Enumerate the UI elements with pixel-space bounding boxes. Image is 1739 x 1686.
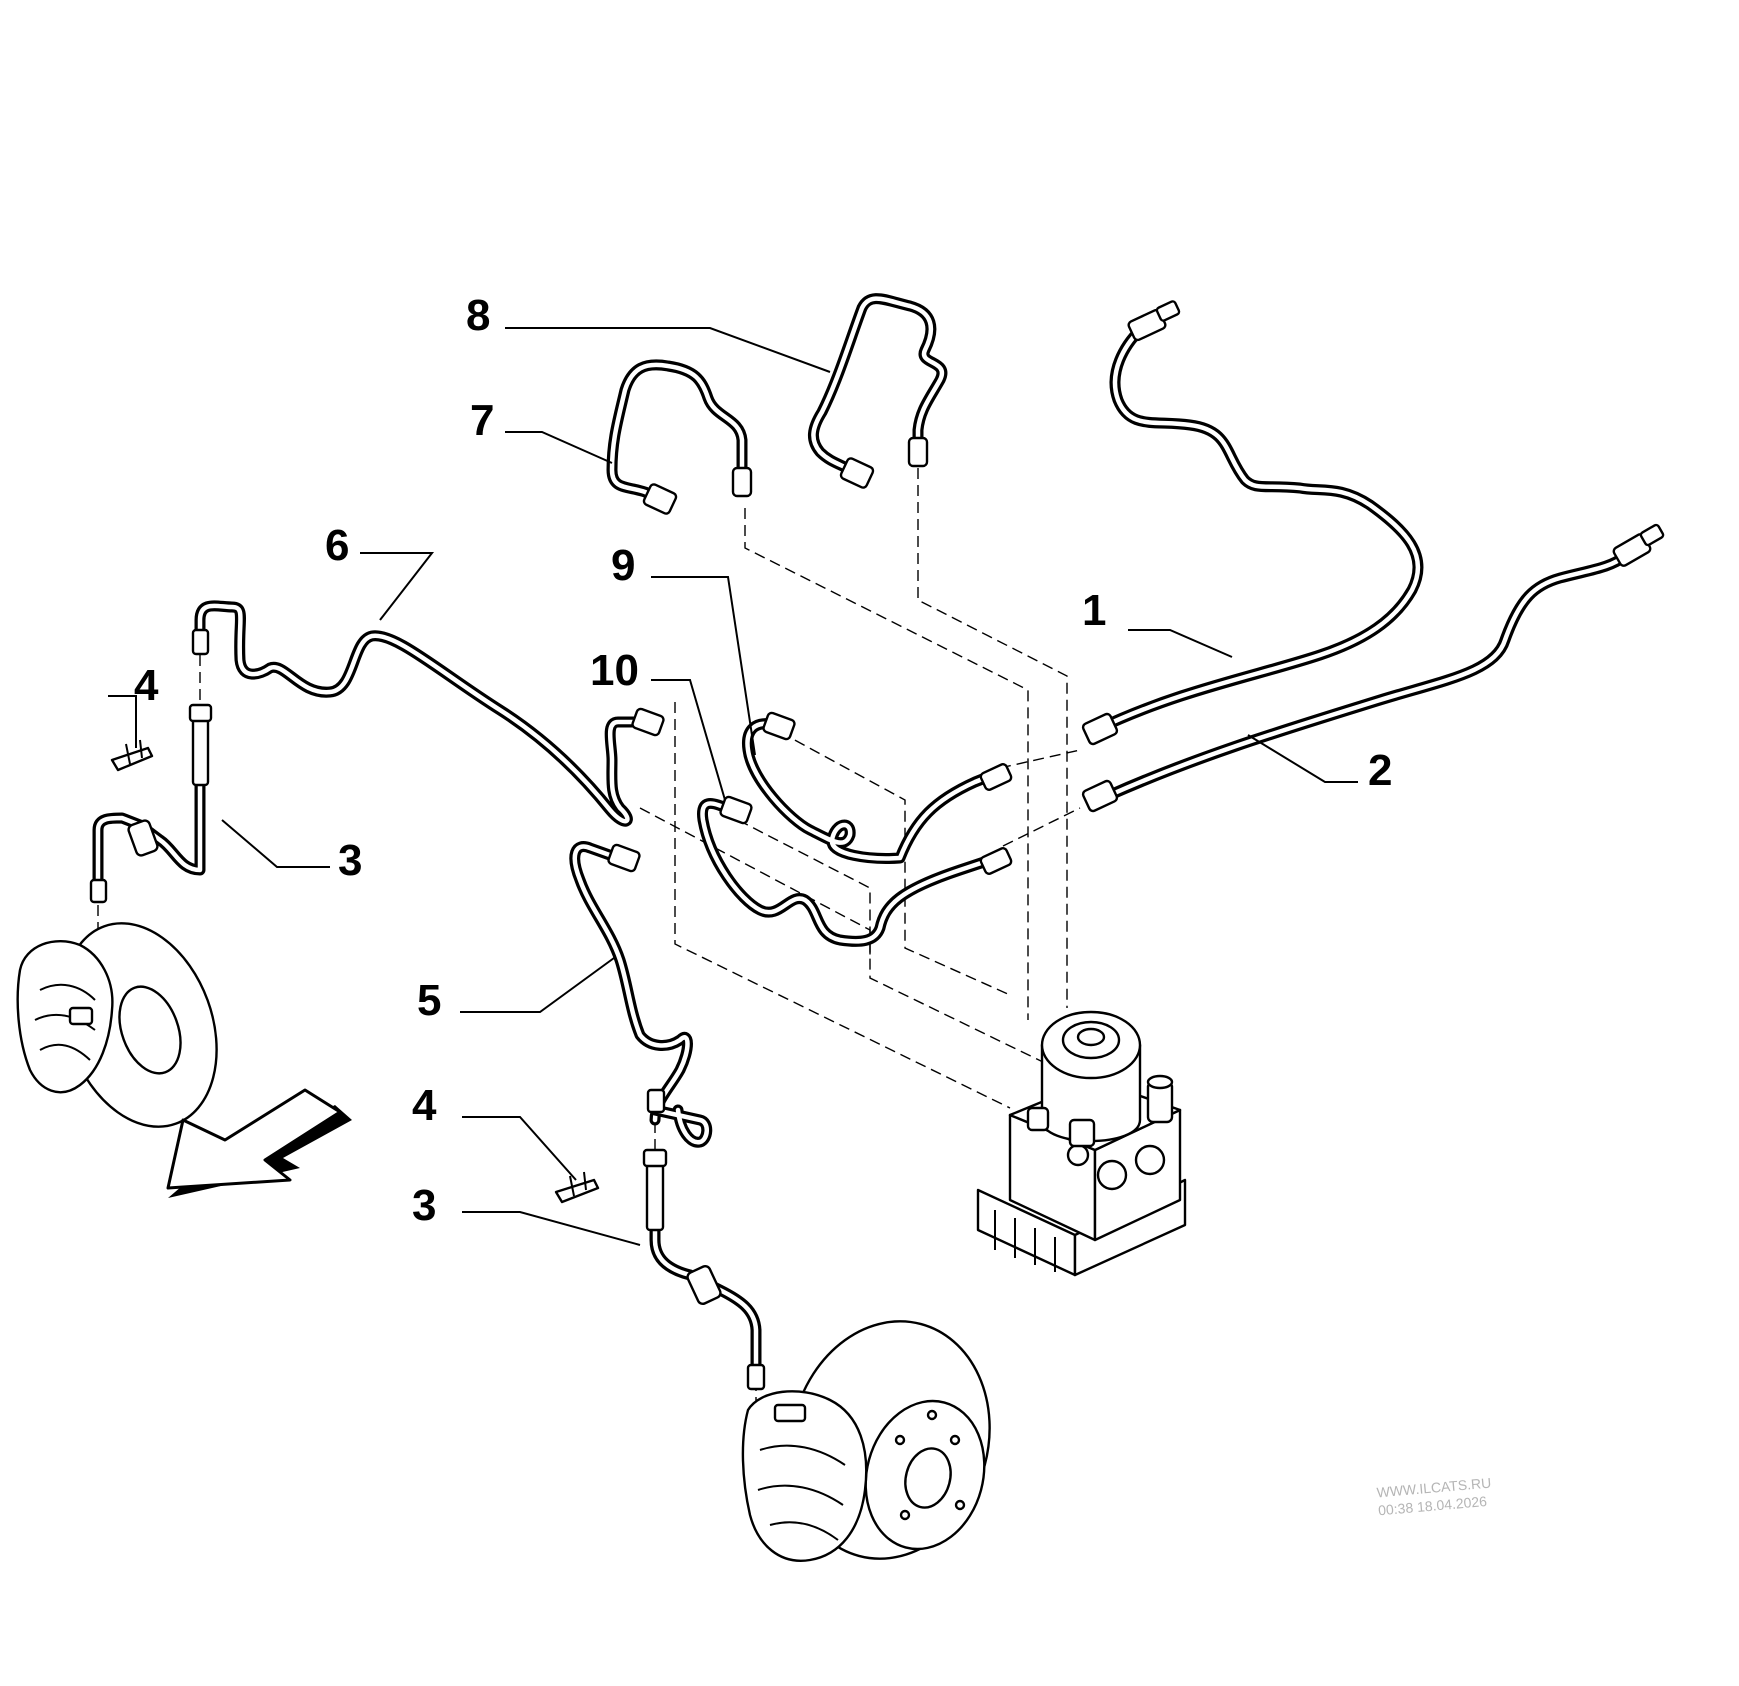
pipe-fittings — [191, 300, 1665, 1114]
pipe-8[interactable] — [808, 293, 948, 478]
callout-6: 6 — [325, 521, 349, 570]
callout-3-lower: 3 — [412, 1181, 436, 1230]
pipe-1[interactable] — [1094, 324, 1424, 734]
callout-5: 5 — [417, 976, 441, 1025]
brake-hose-front-right[interactable] — [642, 1148, 766, 1391]
callout-7: 7 — [470, 396, 494, 445]
pipe-9[interactable] — [741, 718, 996, 864]
callout-8: 8 — [466, 291, 490, 340]
callout-3-upper: 3 — [338, 836, 362, 885]
callout-2: 2 — [1368, 746, 1392, 795]
clip-upper-left[interactable] — [110, 739, 154, 772]
callout-1: 1 — [1082, 586, 1106, 635]
pipe-7[interactable] — [606, 359, 748, 504]
pipe-6[interactable] — [194, 600, 646, 827]
brake-hose-front-left[interactable] — [89, 703, 213, 904]
assembly-guide-lines — [97, 468, 1081, 1420]
callout-9: 9 — [611, 541, 635, 590]
forward-direction-arrow — [166, 1088, 352, 1198]
callout-4-upper: 4 — [134, 661, 159, 710]
pipe-10[interactable] — [696, 798, 996, 947]
abs-hydraulic-unit — [976, 1010, 1187, 1277]
brake-disc-caliper-left — [16, 922, 218, 1128]
pipe-2[interactable] — [1104, 550, 1631, 801]
leader-lines — [108, 327, 1358, 1246]
pipe-5[interactable] — [569, 841, 713, 1148]
brake-disc-caliper-right — [741, 1320, 991, 1562]
watermark: WWW.ILCATS.RU 00:38 18.04.2026 — [1376, 1474, 1492, 1518]
callout-4-lower: 4 — [412, 1081, 437, 1130]
callout-10: 10 — [590, 646, 639, 695]
clip-lower-middle[interactable] — [554, 1171, 600, 1204]
